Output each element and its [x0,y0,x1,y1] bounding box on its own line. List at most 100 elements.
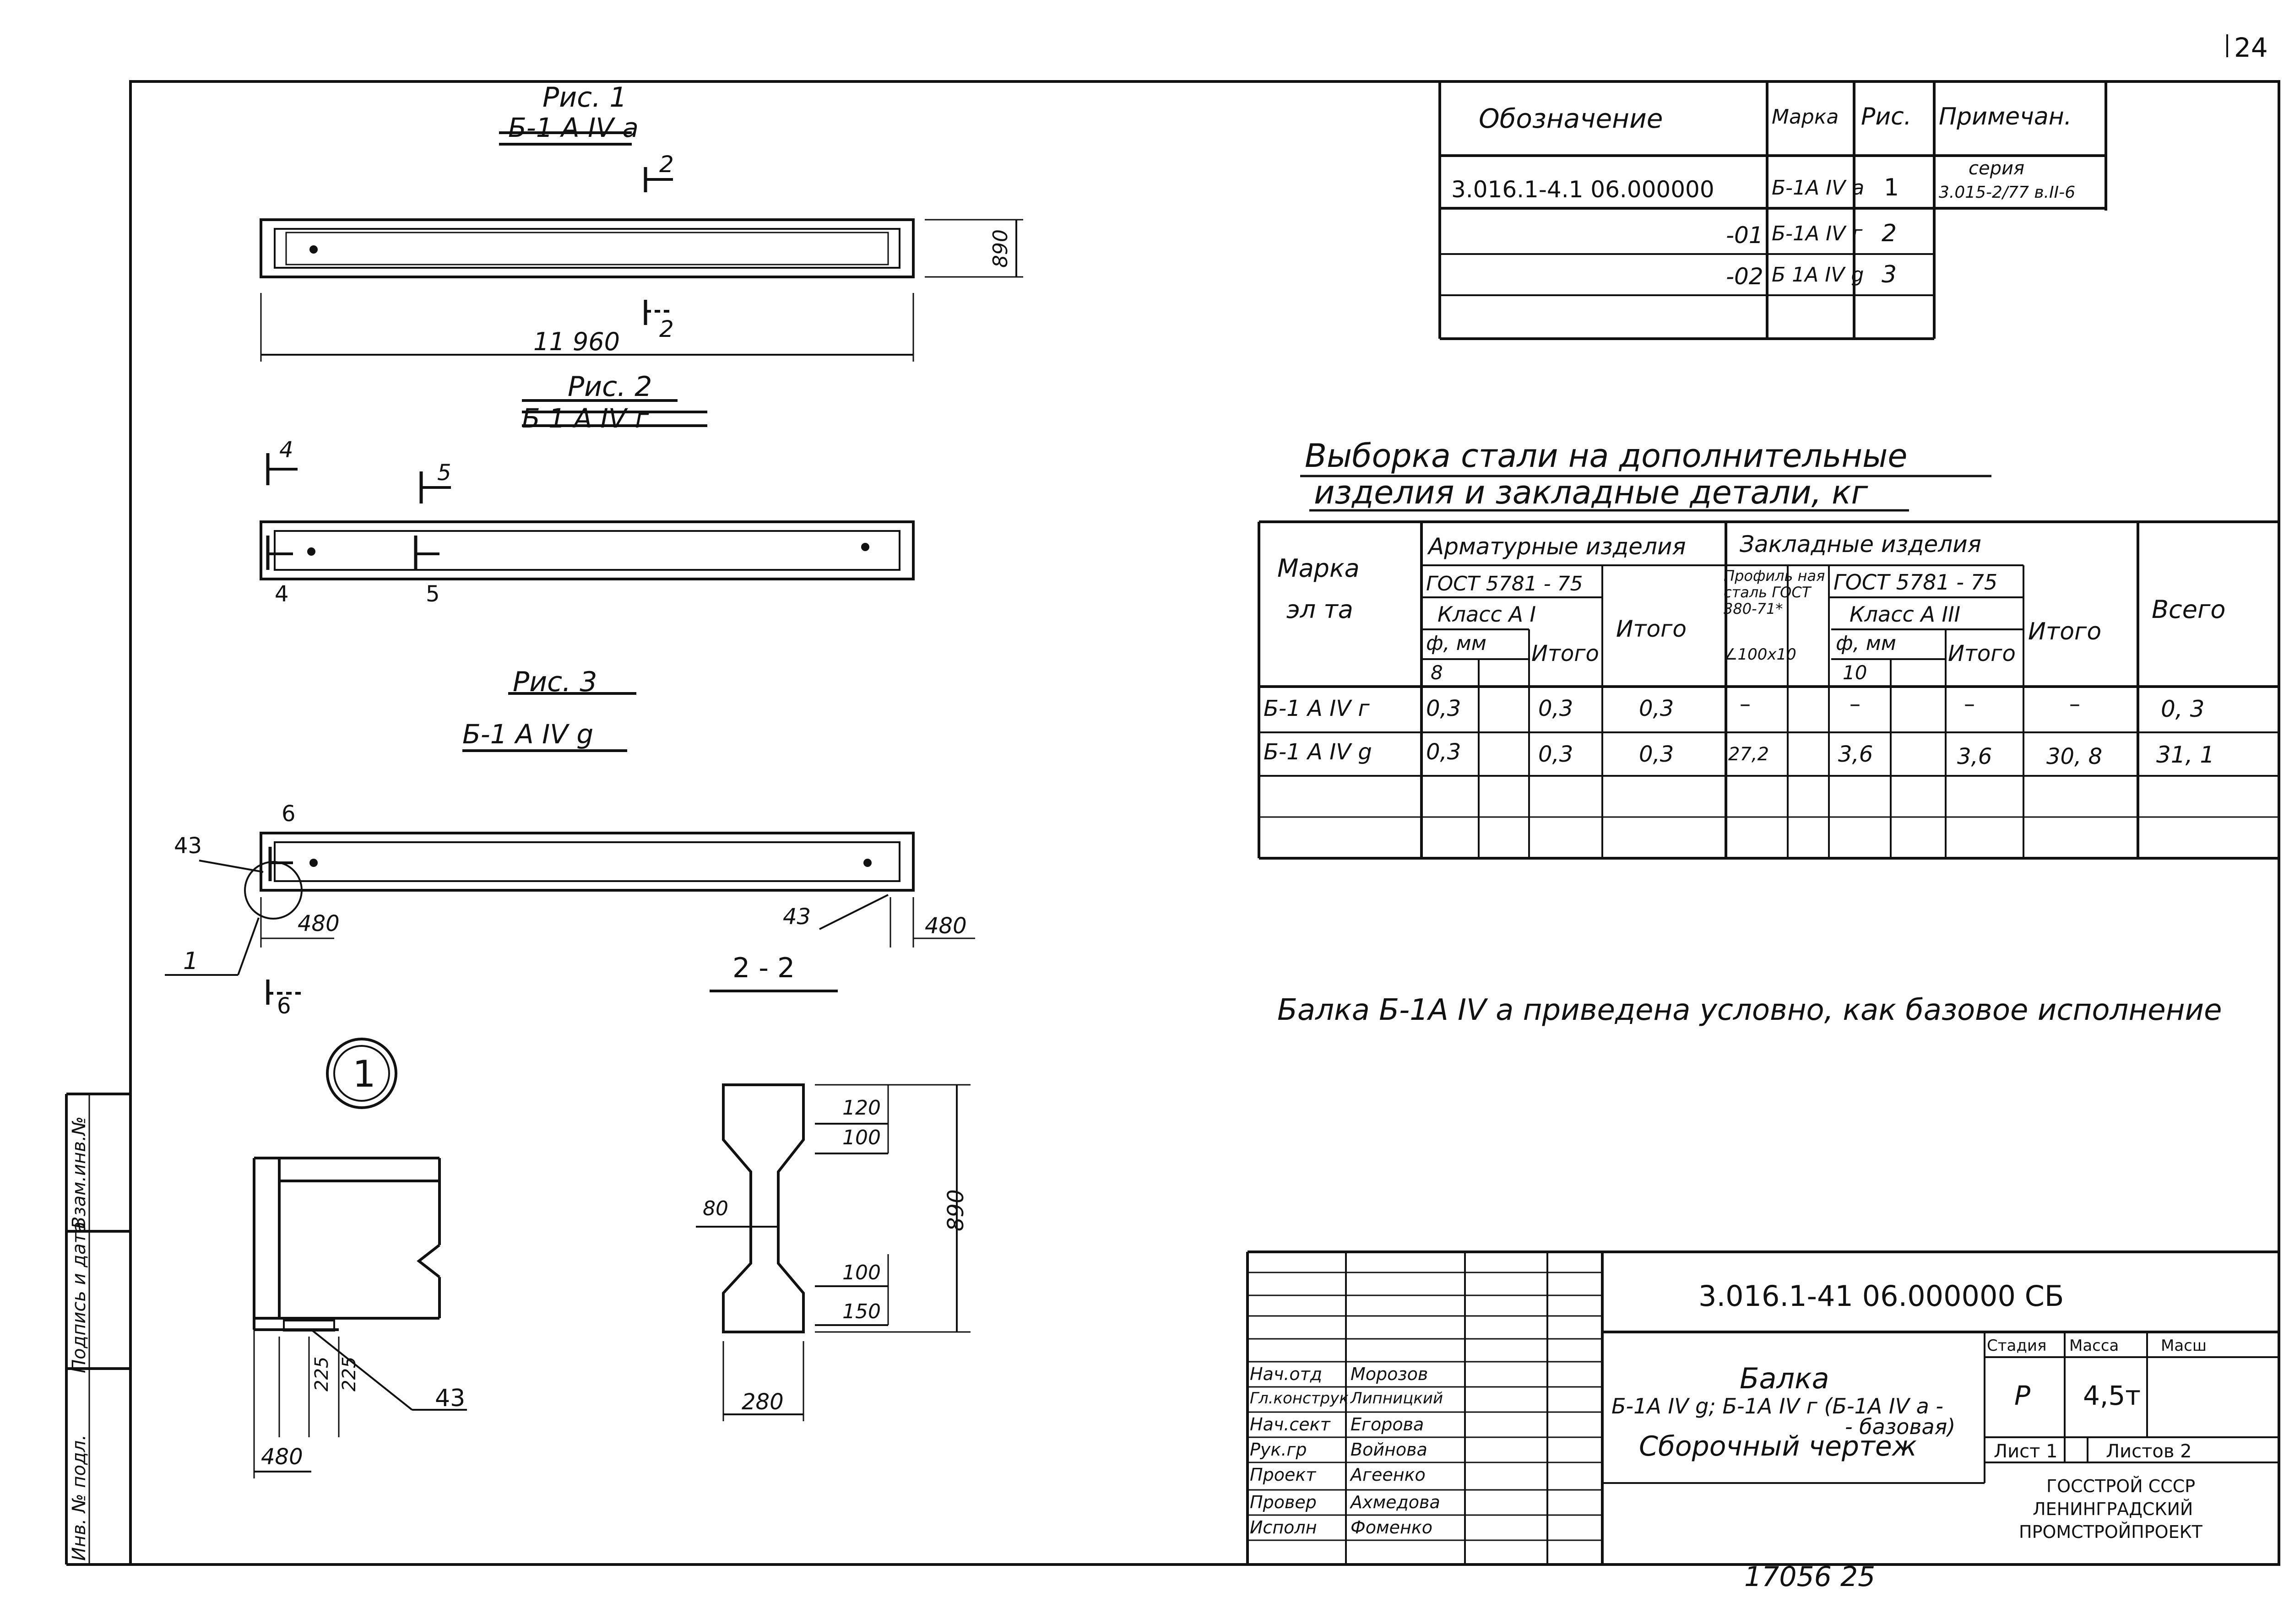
side-stamp-inv: Инв. № подл. [69,1435,90,1561]
archive-number: 17056 25 [1744,1561,1876,1593]
spec-row1-fig: 1 [1884,174,1899,201]
steel-h-mark-1: Марка [1277,554,1360,583]
fig1-height: 890 [989,229,1012,268]
steel-h-itogo1: Итого [1531,641,1599,666]
steel-h-phi2: ф, мм [1836,632,1896,655]
tb-mass: 4,5т [2083,1380,2141,1411]
steel-h-itogo3: Итого [1948,641,2016,666]
steel-h-d8: 8 [1431,661,1443,684]
node1-label: 1 [353,1053,376,1095]
steel-r2-c6: 3,6 [1957,744,1992,769]
section-22-title: 2 - 2 [732,952,795,984]
tb-scale-header: Масш [2161,1337,2207,1355]
steel-h-prof: Профиль ная сталь ГОСТ 380-71* [1724,567,1825,617]
tb-mass-header: Масса [2069,1337,2119,1355]
steel-h-d10: 10 [1843,661,1867,684]
spec-row3-designation: -02 [1726,263,1763,290]
fig2-title: Рис. 2 [568,371,652,403]
beam-fig3 [260,832,915,892]
spec-row1-designation: 3.016.1-4.1 06.000000 [1451,176,1714,203]
steel-h-zakl: Закладные изделия [1740,531,1981,558]
spec-row2-mark: Б-1А IV г [1772,222,1863,245]
node-circle [244,861,303,920]
tb-role-3: Нач.сект [1250,1414,1330,1435]
side-stamp-repl: Взам.инв.№ [69,1116,90,1229]
section-22-dim-100a: 100 [842,1126,881,1149]
fig1-section-label-b: 2 [659,316,674,342]
steel-r2-c1: 0,3 [1426,739,1461,765]
tb-sheets: Листов 2 [2106,1441,2192,1462]
tb-name-4: Сборочный чертеж [1639,1430,1917,1462]
steel-r1-mark: Б-1 А IV г [1264,696,1370,721]
side-stamp-sign: Подпись и дата [69,1221,90,1373]
fig2-section-5: 5 [437,460,451,486]
steel-r1-c3: 0,3 [1639,696,1674,721]
node1-dim-225a: 225 [311,1356,332,1391]
fig1-title: Рис. 1 [542,81,627,114]
steel-r2-mark: Б-1 А IV g [1264,739,1372,765]
section-22-dim-80: 80 [703,1197,728,1220]
steel-r2-c7: 30, 8 [2046,744,2103,769]
fig3-mark: Б-1 А IV g [462,719,594,750]
steel-r2-c4: 27,2 [1728,744,1769,765]
tb-role-1: Нач.отд [1250,1364,1323,1384]
spec-header-mark: Марка [1772,105,1839,129]
fig1-section-label: 2 [659,151,674,178]
fig3-dim-480b: 480 [925,913,967,939]
steel-h-arm: Арматурные изделия [1428,533,1686,560]
steel-h-gost1: ГОСТ 5781 - 75 [1426,572,1583,595]
spec-header-designation: Обозначение [1479,103,1663,134]
tb-role-5: Проект [1250,1465,1316,1485]
fig3-dim-43b: 43 [783,904,811,930]
fig3-dim-480a: 480 [298,911,340,937]
spec-row3-fig: 3 [1882,261,1897,288]
fig3-node-ref: 1 [183,947,199,975]
node1-dim-43: 43 [435,1385,466,1412]
tb-role-7: Исполн [1250,1517,1317,1537]
steel-h-class3: Класс А III [1850,602,1961,627]
tb-role-4: Рук.гр [1250,1440,1307,1460]
steel-h-gost2: ГОСТ 5781 - 75 [1833,570,1998,595]
steel-h-mark-2: эл та [1286,595,1353,624]
fig1-length: 11 960 [533,327,620,356]
steel-h-class1: Класс А I [1437,602,1536,627]
section-22-dim-100b: 100 [842,1261,881,1284]
tb-name-p6: Ахмедова [1351,1492,1440,1512]
steel-r1-c1: 0,3 [1426,696,1461,721]
spec-header-fig: Рис. [1861,103,1912,130]
title-block-grid [1246,1250,2279,1564]
steel-h-phi1: ф, мм [1426,632,1486,655]
steel-r1-c4: – [1740,691,1751,717]
section-22-dim-890: 890 [943,1189,969,1231]
spec-row2-fig: 2 [1882,220,1897,247]
fig3-dim-43a: 43 [174,833,202,859]
page-number: 24 [2234,32,2268,63]
tb-name-2: Б-1А IV g; Б-1А IV г (Б-1А IV а - [1611,1394,1943,1418]
ibeam-section [722,1083,805,1333]
spec-row1-mark: Б-1А IV а [1772,176,1865,200]
steel-r2-c3: 0,3 [1639,742,1674,767]
fig2-section-4-b: 4 [275,581,289,607]
tb-org-2: ЛЕНИНГРАДСКИЙ [2033,1499,2193,1519]
node1-dim-225b: 225 [339,1356,360,1391]
tb-stage-header: Стадия [1987,1337,2047,1355]
fig1-mark: Б-1 А IV а [508,112,639,143]
steel-h-angle: ∠100х10 [1724,645,1796,664]
beam-fig1 [260,218,915,278]
tb-name-p5: Агеенко [1351,1465,1426,1485]
section-22-dim-150: 150 [842,1300,881,1323]
tb-stage: Р [2014,1380,2030,1411]
steel-h-itogo2: Итого [1616,616,1687,642]
spec-row1-note: 3.015-2/77 в.II-6 [1939,183,2076,202]
steel-r1-c5: – [1850,691,1860,717]
tb-sheet: Лист 1 [1994,1441,2058,1462]
fig3-section-6: 6 [282,801,296,827]
tb-code: 3.016.1-41 06.000000 СБ [1698,1279,2064,1313]
tb-name-p3: Егорова [1351,1414,1424,1435]
section-22-dim-280: 280 [742,1389,784,1415]
spec-row1-note-top: серия [1969,158,2025,179]
steel-r2-c2: 0,3 [1538,742,1573,767]
steel-r2-c5: 3,6 [1838,742,1873,767]
spec-header-note: Примечан. [1939,103,2072,130]
steel-h-itogo4: Итого [2028,618,2102,645]
